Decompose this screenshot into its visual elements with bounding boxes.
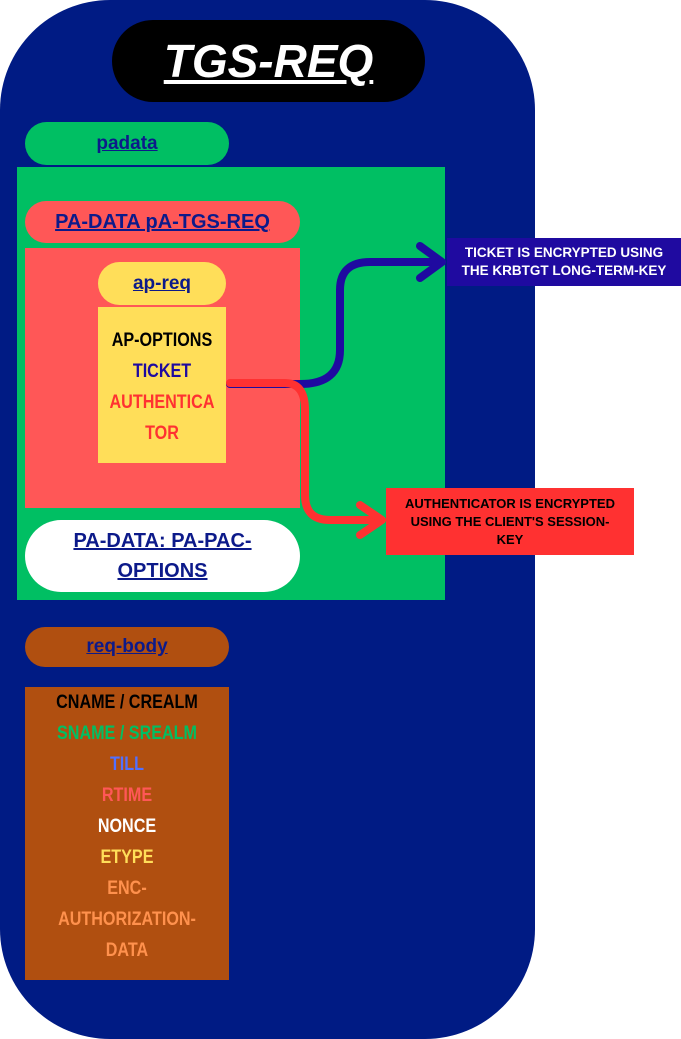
field-enc-auth-3: DATA bbox=[105, 940, 149, 961]
pa-pac-options-line2: OPTIONS bbox=[117, 560, 208, 582]
field-enc-auth-1: ENC- bbox=[107, 878, 147, 899]
padata-label: padata bbox=[25, 122, 229, 165]
ap-req-label: ap-req bbox=[98, 262, 226, 305]
field-sname: SNAME / SREALM bbox=[57, 723, 197, 744]
field-ap-options: AP-OPTIONS bbox=[111, 330, 213, 351]
field-authenticator-1: AUTHENTICA bbox=[109, 392, 215, 413]
req-body-label: req-body bbox=[25, 627, 229, 667]
field-etype: ETYPE bbox=[100, 847, 154, 868]
authenticator-arrowhead-icon bbox=[356, 501, 386, 539]
field-cname: CNAME / CREALM bbox=[56, 692, 198, 713]
authenticator-arrow bbox=[226, 379, 384, 524]
field-rtime: RTIME bbox=[101, 785, 153, 806]
authenticator-note: AUTHENTICATOR IS ENCRYPTED USING THE CLI… bbox=[386, 488, 634, 555]
ticket-note-line2: THE KRBTGT LONG-TERM-KEY bbox=[461, 263, 667, 278]
diagram-title: TGS-REQ bbox=[112, 20, 425, 102]
ticket-arrow bbox=[226, 258, 444, 388]
field-ticket: TICKET bbox=[132, 361, 192, 382]
ticket-note-line1: TICKET IS ENCRYPTED USING bbox=[464, 245, 664, 260]
authenticator-note-line1: AUTHENTICATOR IS ENCRYPTED bbox=[405, 495, 615, 511]
pa-pac-options: PA-DATA: PA-PAC- OPTIONS bbox=[25, 520, 300, 592]
ticket-arrowhead-icon bbox=[416, 242, 446, 282]
req-body-box: CNAME / CREALM SNAME / SREALM TILL RTIME… bbox=[25, 687, 229, 980]
pa-pac-options-line1: PA-DATA: PA-PAC- bbox=[73, 530, 252, 552]
ap-req-box: AP-OPTIONS TICKET AUTHENTICA TOR bbox=[98, 307, 226, 463]
authenticator-note-line3: KEY bbox=[496, 531, 524, 547]
ticket-note: TICKET IS ENCRYPTED USING THE KRBTGT LON… bbox=[447, 238, 681, 286]
authenticator-note-line2: USING THE CLIENT'S SESSION- bbox=[410, 513, 610, 529]
field-enc-auth-2: AUTHORIZATION- bbox=[58, 909, 196, 930]
field-nonce: NONCE bbox=[97, 816, 157, 837]
pa-tgs-req-label: PA-DATA pA-TGS-REQ bbox=[25, 201, 300, 243]
field-authenticator-2: TOR bbox=[145, 423, 179, 444]
field-till: TILL bbox=[109, 754, 145, 775]
